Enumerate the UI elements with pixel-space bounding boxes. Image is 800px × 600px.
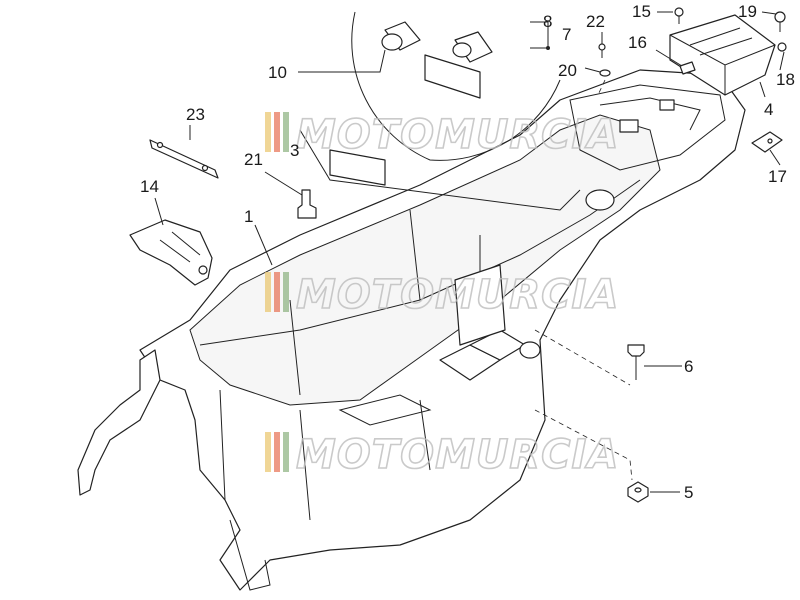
part-17-clip	[751, 131, 783, 153]
watermark-stripe-b	[274, 112, 280, 152]
callout-5: 5	[684, 483, 693, 502]
watermark-text: MOTOMURCIA	[296, 272, 619, 318]
callout-21: 21	[244, 150, 263, 169]
part-4-cover	[669, 14, 776, 96]
watermark-stripe-a	[265, 432, 271, 472]
callout-15: 15	[632, 2, 651, 21]
callout-labels: 1 3 4 5 6 7 8 10 14 15 16 17 18 19 20 21…	[140, 2, 795, 502]
watermark-layer: MOTOMURCIA MOTOMURCIA MOTOMURCIA	[265, 111, 619, 479]
watermark-stripe-b	[274, 272, 280, 312]
part-21-clip	[297, 189, 317, 219]
callout-8: 8	[543, 12, 552, 31]
callout-1: 1	[244, 207, 253, 226]
callout-7: 7	[562, 25, 571, 44]
watermark-3: MOTOMURCIA	[265, 431, 619, 479]
watermark-stripe-a	[265, 272, 271, 312]
callout-17: 17	[768, 167, 787, 186]
watermark-1: MOTOMURCIA	[265, 111, 619, 159]
watermark-2: MOTOMURCIA	[265, 271, 619, 319]
callout-19: 19	[738, 2, 757, 21]
side-panel-lower-left	[77, 349, 161, 496]
callout-20: 20	[558, 61, 577, 80]
callout-6: 6	[684, 357, 693, 376]
watermark-stripe-c	[283, 272, 289, 312]
leader-lines	[154, 11, 785, 493]
watermark-stripe-c	[283, 432, 289, 472]
watermark-stripe-a	[265, 112, 271, 152]
callout-18: 18	[776, 70, 795, 89]
callout-23: 23	[186, 105, 205, 124]
callout-4: 4	[764, 100, 773, 119]
callout-14: 14	[140, 177, 159, 196]
watermark-text: MOTOMURCIA	[296, 112, 619, 158]
watermark-stripe-c	[283, 112, 289, 152]
callout-16: 16	[628, 33, 647, 52]
callout-22: 22	[586, 12, 605, 31]
callout-3: 3	[290, 141, 299, 160]
part-23-strip	[149, 139, 219, 179]
watermark-text: MOTOMURCIA	[296, 432, 619, 478]
part-14-bracket	[129, 219, 213, 286]
watermark-stripe-b	[274, 432, 280, 472]
assembly-lines	[534, 79, 633, 481]
part-1-helmet-compartment	[139, 69, 746, 591]
callout-10: 10	[268, 63, 287, 82]
detail-inset-circle	[299, 11, 581, 211]
